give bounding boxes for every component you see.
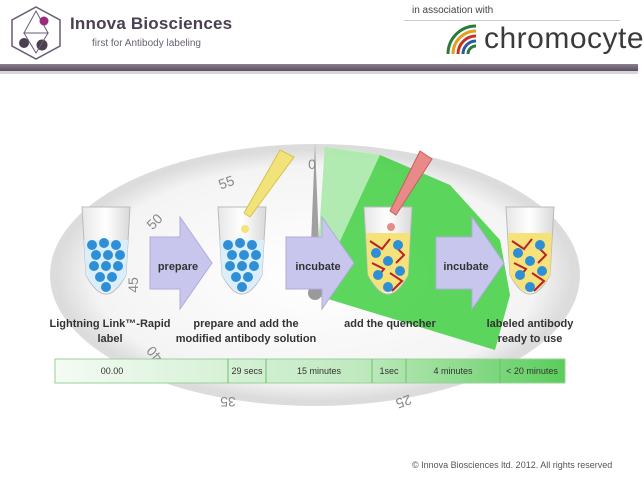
brand-name: Innova Biosciences: [70, 14, 233, 33]
antibody-beads-3: [371, 240, 405, 292]
caption-1-line2: label: [97, 333, 122, 345]
elapsed-time-sector: [315, 147, 510, 350]
timeline-segment-6: < 20 minutes: [506, 366, 558, 376]
chromocyte-logo-icon: [446, 24, 477, 55]
dial-number-45: 45: [125, 277, 141, 293]
timeline-segment-5: 4 minutes: [433, 366, 473, 376]
brand-tagline: first for Antibody labeling: [92, 38, 201, 49]
antibody-beads-2: [223, 238, 261, 292]
copyright-notice: © Innova Biosciences ltd. 2012. All righ…: [412, 460, 613, 470]
caption-2-line1: prepare and add the: [193, 318, 298, 330]
tube-1: [81, 206, 131, 295]
header: Innova Biosciences first for Antibody la…: [0, 0, 644, 64]
timeline-segment-2: 29 secs: [231, 366, 263, 376]
incubate-label-2: incubate: [443, 261, 488, 273]
timeline-segment-3: 15 minutes: [297, 366, 342, 376]
timeline-segment-1: 00.00: [101, 366, 124, 376]
antibody-beads-4: [513, 240, 547, 292]
header-band: [0, 64, 638, 71]
prepare-arrow: prepare: [149, 215, 213, 311]
caption-3-line1: add the quencher: [344, 318, 436, 330]
caption-2-line2: modified antibody solution: [176, 333, 317, 345]
antibody-beads-1: [87, 238, 125, 292]
innova-logo-icon: [11, 6, 61, 60]
dial-number-25: 25: [393, 392, 413, 412]
tube-4: [505, 206, 555, 295]
caption-4-line2: ready to use: [498, 333, 563, 345]
association-divider: [404, 20, 620, 21]
protocol-figure: 0 55 50 45 40 35 25 prepare: [50, 143, 580, 412]
pipette-yellow: [243, 149, 295, 218]
timeline-segment-4: 1sec: [379, 366, 399, 376]
dial-number-55: 55: [216, 172, 236, 192]
dial-number-35: 35: [220, 394, 236, 410]
tube-3: [363, 150, 433, 295]
prepare-label: prepare: [158, 261, 198, 273]
red-drop: [387, 223, 395, 231]
incubate-arrow-2: incubate: [435, 215, 505, 311]
pipette-red: [389, 150, 433, 216]
caption-1-line1: Lightning Link™-Rapid: [50, 318, 171, 330]
timeline-bar: 00.00 29 secs 15 minutes 1sec 4 minutes …: [54, 358, 566, 384]
tube-2: [217, 149, 295, 295]
yellow-drop: [241, 225, 249, 233]
caption-4-line1: labeled antibody: [487, 318, 575, 330]
dial-number-0: 0: [308, 156, 316, 172]
incubate-label-1: incubate: [295, 261, 340, 273]
incubate-arrow-1: incubate: [285, 215, 355, 311]
partner-name: chromocyte: [484, 22, 644, 55]
header-band-shadow: [0, 71, 638, 74]
association-text: in association with: [412, 5, 494, 16]
